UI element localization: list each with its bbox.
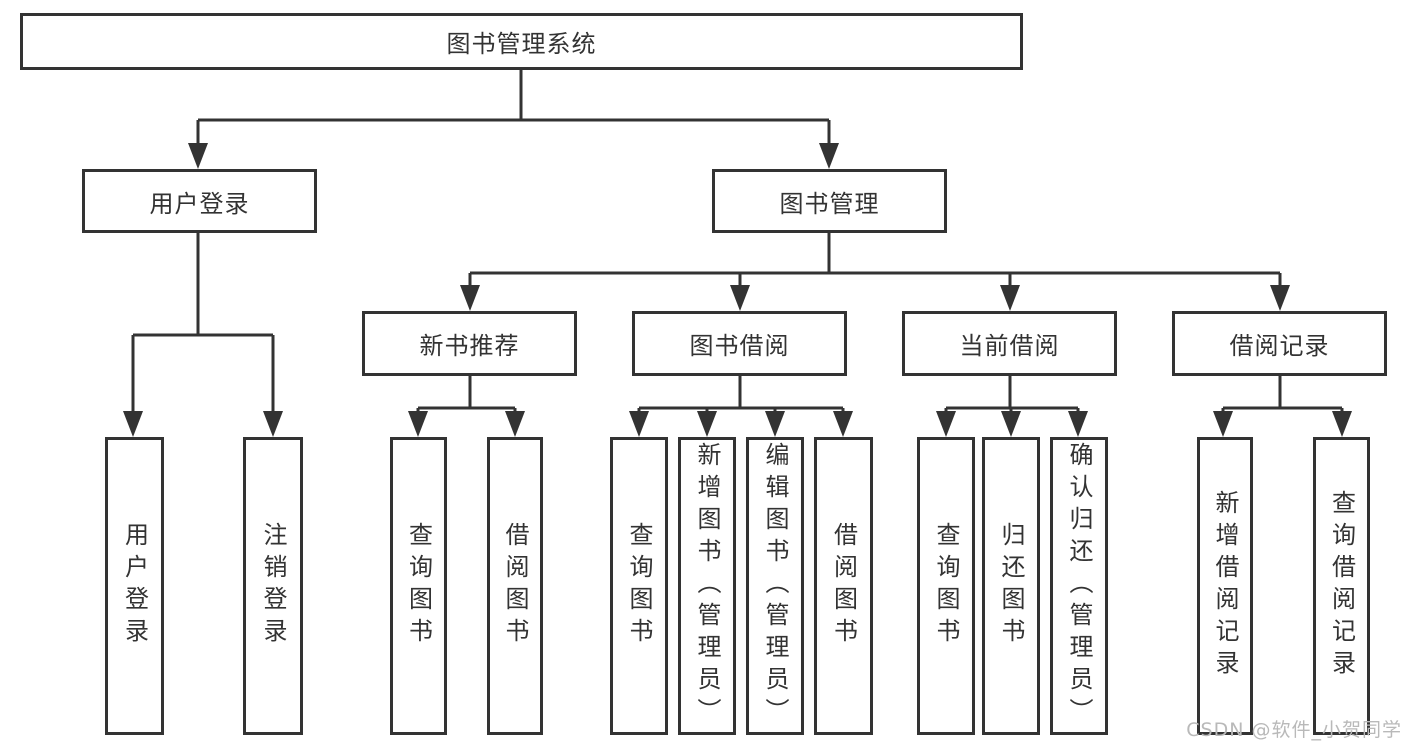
leaf-user-login: 用户登录 <box>105 437 164 735</box>
leaf-query-book-borrow-label: 查询图书 <box>625 522 653 650</box>
leaf-add-borrow-record: 新增借阅记录 <box>1197 437 1253 735</box>
leaf-user-login-label: 用户登录 <box>120 522 149 650</box>
leaf-confirm-return-admin: 确认归还（管理员） <box>1050 437 1108 735</box>
leaf-borrow-book: 借阅图书 <box>814 437 873 735</box>
leaf-confirm-return-admin-label: 确认归还（管理员） <box>1065 442 1093 730</box>
node-borrow-record: 借阅记录 <box>1172 311 1387 376</box>
leaf-query-book-recommend: 查询图书 <box>390 437 447 735</box>
leaf-add-book-admin-label: 新增图书（管理员） <box>693 442 721 730</box>
node-book-management: 图书管理 <box>712 169 947 233</box>
leaf-add-borrow-record-label: 新增借阅记录 <box>1211 490 1239 682</box>
leaf-add-book-admin: 新增图书（管理员） <box>678 437 736 735</box>
node-library-system: 图书管理系统 <box>20 13 1023 70</box>
leaf-query-borrow-record-label: 查询借阅记录 <box>1327 490 1356 682</box>
leaf-query-book-current: 查询图书 <box>917 437 975 735</box>
leaf-query-book-recommend-label: 查询图书 <box>404 522 433 650</box>
leaf-return-book: 归还图书 <box>982 437 1040 735</box>
leaf-query-book-borrow: 查询图书 <box>610 437 668 735</box>
node-user-login: 用户登录 <box>82 169 317 233</box>
leaf-borrow-book-label: 借阅图书 <box>829 522 858 650</box>
leaf-query-book-current-label: 查询图书 <box>932 522 960 650</box>
node-new-book-recommend: 新书推荐 <box>362 311 577 376</box>
node-book-borrow: 图书借阅 <box>632 311 847 376</box>
leaf-edit-book-admin-label: 编辑图书（管理员） <box>761 442 789 730</box>
leaf-return-book-label: 归还图书 <box>997 522 1025 650</box>
leaf-logout: 注销登录 <box>243 437 303 735</box>
leaf-logout-label: 注销登录 <box>259 522 287 650</box>
leaf-borrow-book-recommend: 借阅图书 <box>487 437 543 735</box>
leaf-edit-book-admin: 编辑图书（管理员） <box>746 437 804 735</box>
leaf-borrow-book-recommend-label: 借阅图书 <box>501 522 529 650</box>
node-current-borrow: 当前借阅 <box>902 311 1117 376</box>
leaf-query-borrow-record: 查询借阅记录 <box>1313 437 1370 735</box>
